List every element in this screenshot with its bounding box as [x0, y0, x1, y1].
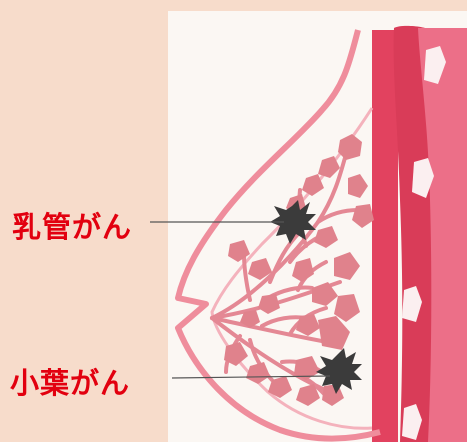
- label-ductal-carcinoma: 乳管がん: [12, 204, 132, 246]
- label-lobular-carcinoma: 小葉がん: [10, 360, 130, 402]
- chest-wall: [372, 26, 467, 442]
